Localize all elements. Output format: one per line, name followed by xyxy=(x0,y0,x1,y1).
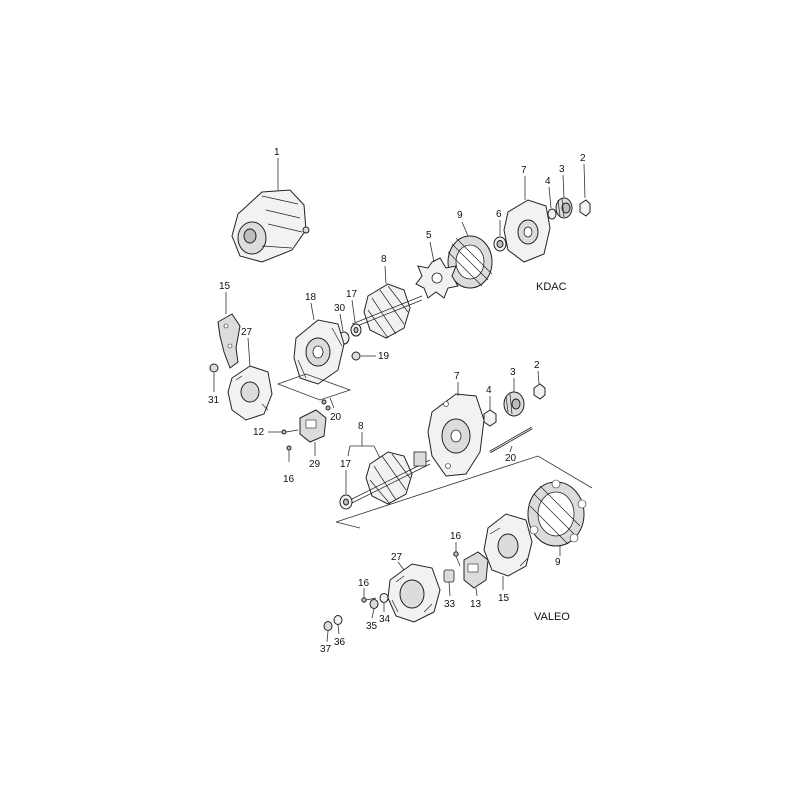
callout-20b: 20 xyxy=(505,453,517,464)
part-17-bearing-valeo xyxy=(339,494,353,510)
part-7-drive-end-housing-kdac xyxy=(503,199,551,263)
part-3-pulley-kdac xyxy=(555,197,573,219)
callout-16c: 16 xyxy=(358,578,370,589)
callout-4b: 4 xyxy=(486,385,492,396)
part-36-washer xyxy=(333,615,343,625)
part-7-drive-end-housing-valeo xyxy=(427,393,485,477)
callout-31: 31 xyxy=(208,395,220,406)
callout-12: 12 xyxy=(253,427,265,438)
callout-7b: 7 xyxy=(454,371,460,382)
part-27-rear-cover-valeo xyxy=(387,563,441,623)
callout-4a: 4 xyxy=(545,176,551,187)
callout-3a: 3 xyxy=(559,164,565,175)
part-2-nut-kdac xyxy=(579,199,591,217)
part-13-regulator-valeo xyxy=(463,551,489,589)
callout-17b: 17 xyxy=(340,459,352,470)
callout-15b: 15 xyxy=(498,593,510,604)
variant-label-kdac: KDAC xyxy=(536,281,567,293)
part-5-fan xyxy=(415,257,459,299)
part-1-alternator-assembly xyxy=(231,189,310,263)
part-8-rotor-kdac xyxy=(351,283,423,339)
part-19-bushing xyxy=(351,351,361,361)
callout-30: 30 xyxy=(334,303,346,314)
callout-33: 33 xyxy=(444,599,456,610)
part-20-through-bolt-valeo xyxy=(489,426,533,454)
part-3-pulley-valeo xyxy=(503,391,525,417)
part-4-spacer-kdac xyxy=(547,208,557,220)
part-16-screw-kdac xyxy=(286,445,292,462)
part-15-diode-plate-kdac xyxy=(217,313,241,369)
callout-16a: 16 xyxy=(283,474,295,485)
callout-9b: 9 xyxy=(555,557,561,568)
callout-9a: 9 xyxy=(457,210,463,221)
part-9-stator-valeo xyxy=(527,479,587,547)
callout-19: 19 xyxy=(378,351,390,362)
part-8-rotor-valeo xyxy=(349,451,431,505)
callout-20a: 20 xyxy=(330,412,342,423)
callout-37: 37 xyxy=(320,644,332,655)
part-37-nut xyxy=(323,621,333,631)
callout-29: 29 xyxy=(309,459,321,470)
part-2-nut-valeo xyxy=(533,383,546,400)
part-15-rectifier-valeo xyxy=(483,513,533,577)
assembly-guide-lines xyxy=(335,455,593,529)
callout-2a: 2 xyxy=(580,153,586,164)
callout-5: 5 xyxy=(426,230,432,241)
callout-27a: 27 xyxy=(241,327,253,338)
callout-35: 35 xyxy=(366,621,378,632)
callout-27b: 27 xyxy=(391,552,403,563)
callout-16b: 16 xyxy=(450,531,462,542)
part-9-stator-kdac xyxy=(447,235,493,289)
callout-6: 6 xyxy=(496,209,502,220)
part-35-nut xyxy=(369,599,379,609)
callout-1: 1 xyxy=(274,147,280,158)
part-18-rear-housing xyxy=(293,319,345,385)
part-27-rear-cover-kdac xyxy=(227,365,273,421)
part-16-screw-valeo-upper xyxy=(453,551,461,567)
part-4-spacer-valeo xyxy=(483,409,497,427)
part-34-washer xyxy=(379,593,389,603)
callout-13: 13 xyxy=(470,599,482,610)
callout-8b: 8 xyxy=(358,421,364,432)
part-6-bearing xyxy=(493,236,507,252)
callout-34: 34 xyxy=(379,614,391,625)
variant-label-valeo: VALEO xyxy=(534,611,570,623)
part-12-screw xyxy=(281,429,299,435)
part-33-cap xyxy=(443,569,455,583)
callout-36: 36 xyxy=(334,637,346,648)
part-20-through-bolts-kdac xyxy=(276,373,352,411)
callout-17a: 17 xyxy=(346,289,358,300)
callout-15a: 15 xyxy=(219,281,231,292)
callout-18: 18 xyxy=(305,292,317,303)
callout-7a: 7 xyxy=(521,165,527,176)
callout-2b: 2 xyxy=(534,360,540,371)
callout-8a: 8 xyxy=(381,254,387,265)
part-17-bearing-kdac xyxy=(350,323,362,337)
part-29-regulator xyxy=(299,409,327,443)
callout-3b: 3 xyxy=(510,367,516,378)
part-31-nut xyxy=(209,363,219,373)
